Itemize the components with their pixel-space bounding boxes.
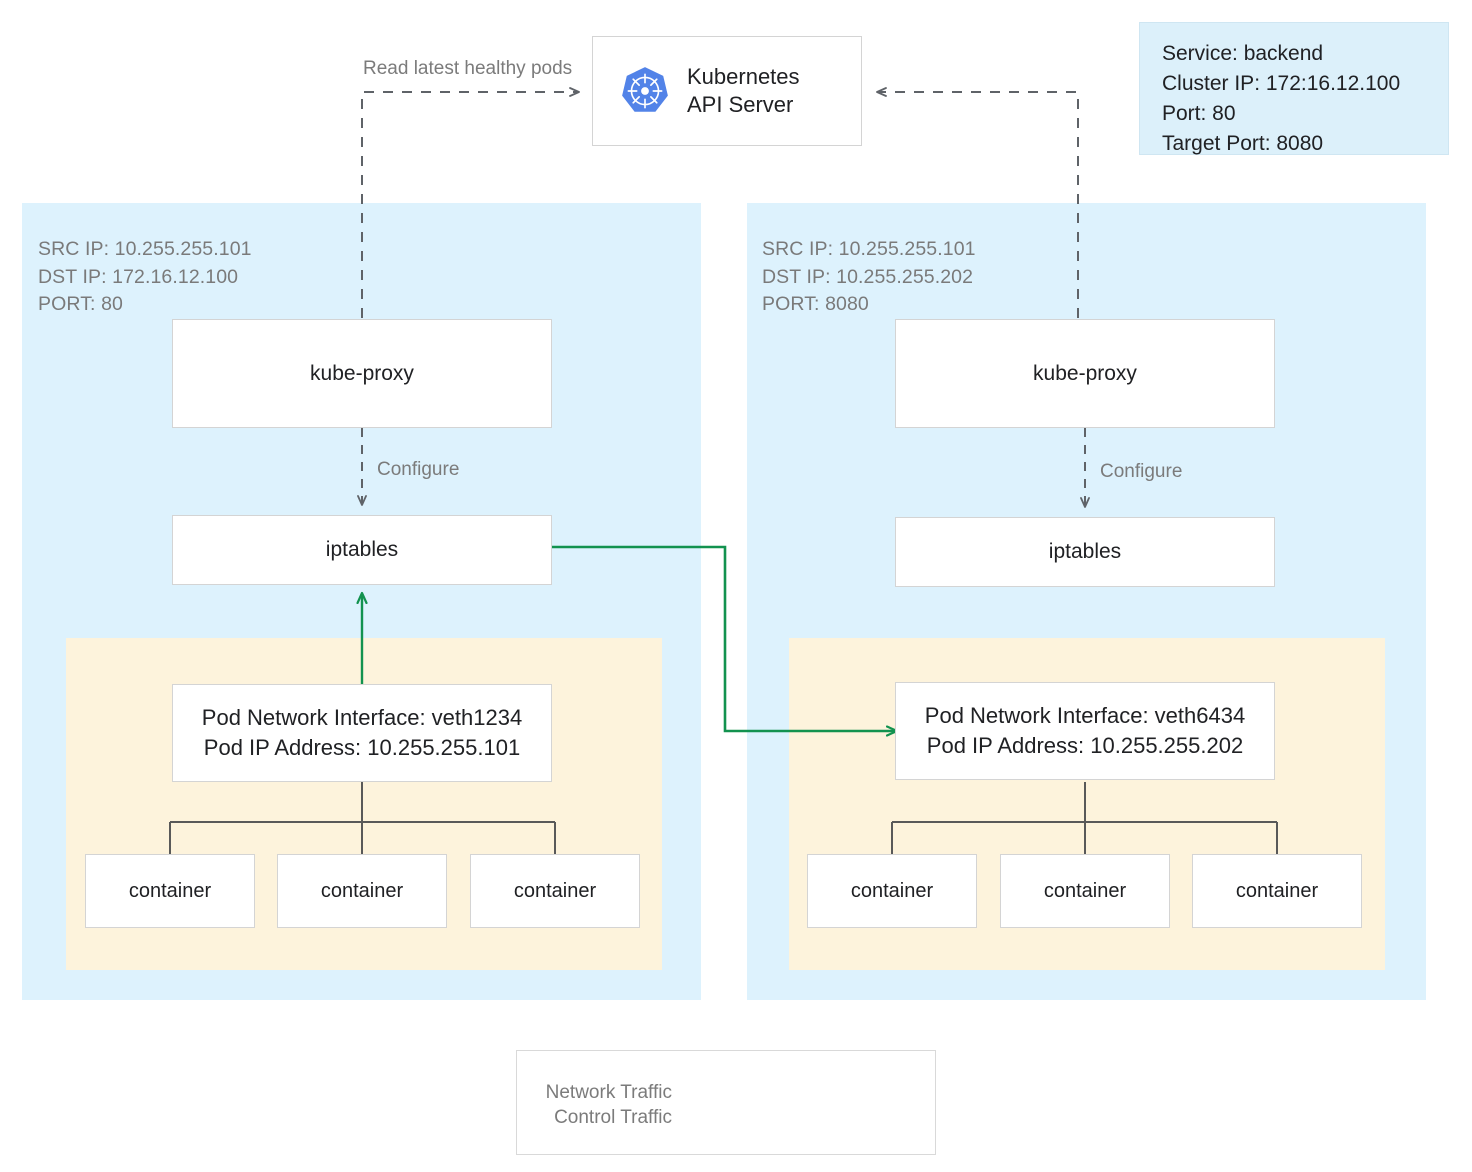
pod-interface-line1-left: Pod Network Interface: veth1234	[201, 705, 523, 731]
container-label: container	[128, 879, 212, 902]
kube-proxy-label-right: kube-proxy	[1033, 361, 1137, 385]
iptables-box-left[interactable]: iptables	[172, 515, 552, 585]
edge-label-read-pods: Read latest healthy pods	[363, 58, 573, 79]
container-box-right-3[interactable]: container	[1192, 854, 1362, 928]
node-meta-right: SRC IP: 10.255.255.101 DST IP: 10.255.25…	[762, 238, 976, 316]
api-server-label: Kubernetes API Server	[687, 63, 800, 117]
legend-box	[516, 1050, 936, 1155]
pod-interface-box-left[interactable]: Pod Network Interface: veth1234 Pod IP A…	[172, 684, 552, 782]
iptables-box-right[interactable]: iptables	[895, 517, 1275, 587]
iptables-label-left: iptables	[325, 538, 399, 562]
container-box-right-1[interactable]: container	[807, 854, 977, 928]
pod-interface-box-right[interactable]: Pod Network Interface: veth6434 Pod IP A…	[895, 682, 1275, 780]
service-info-line-target-port: Target Port: 8080	[1162, 132, 1324, 156]
container-box-left-3[interactable]: container	[470, 854, 640, 928]
kube-proxy-box-right[interactable]: kube-proxy	[895, 319, 1275, 428]
container-box-left-2[interactable]: container	[277, 854, 447, 928]
kubernetes-logo-icon	[619, 65, 671, 117]
node-meta-left: SRC IP: 10.255.255.101 DST IP: 172.16.12…	[38, 238, 252, 316]
iptables-label-right: iptables	[1048, 540, 1122, 564]
pod-interface-line2-left: Pod IP Address: 10.255.255.101	[203, 735, 521, 760]
kube-proxy-box-left[interactable]: kube-proxy	[172, 319, 552, 428]
service-info-line-cluster-ip: Cluster IP: 172:16.12.100	[1162, 72, 1401, 96]
container-box-left-1[interactable]: container	[85, 854, 255, 928]
kube-proxy-label-left: kube-proxy	[310, 361, 414, 385]
legend-label-control: Control Traffic	[554, 1107, 672, 1128]
container-label: container	[850, 879, 934, 902]
container-label: container	[1235, 879, 1319, 902]
container-label: container	[513, 879, 597, 902]
api-server-box[interactable]: Kubernetes API Server	[592, 36, 862, 146]
legend-label-network: Network Traffic	[545, 1082, 672, 1103]
service-info-line-port: Port: 80	[1162, 102, 1236, 126]
container-label: container	[320, 879, 404, 902]
pod-interface-line2-right: Pod IP Address: 10.255.255.202	[926, 733, 1244, 758]
edge-label-configure-right: Configure	[1100, 461, 1183, 482]
service-info-line-name: Service: backend	[1162, 42, 1324, 65]
container-box-right-2[interactable]: container	[1000, 854, 1170, 928]
container-label: container	[1043, 879, 1127, 902]
edge-label-configure-left: Configure	[377, 459, 460, 480]
pod-interface-line1-right: Pod Network Interface: veth6434	[924, 703, 1246, 729]
service-info-box: Service: backend Cluster IP: 172:16.12.1…	[1139, 22, 1449, 155]
